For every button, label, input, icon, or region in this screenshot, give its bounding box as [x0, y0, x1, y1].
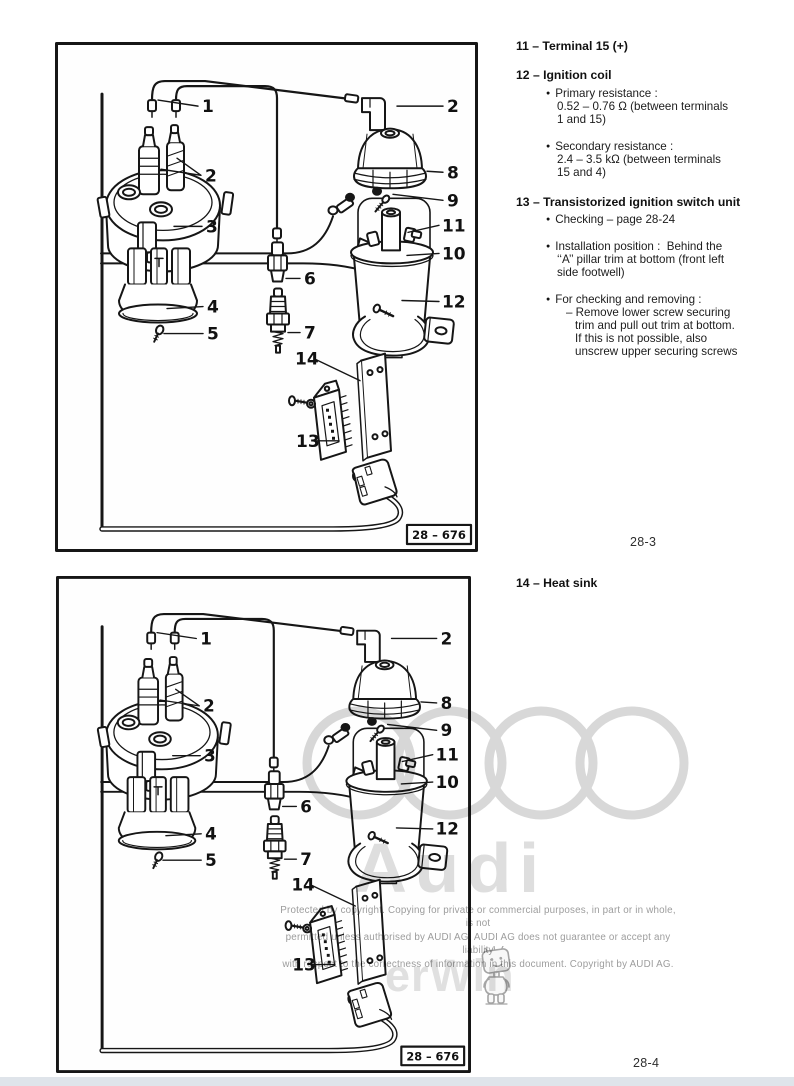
item-12-bullet-primary: ● Primary resistance :: [546, 87, 658, 100]
key-item-12-heading: 12 – Ignition coil: [516, 68, 612, 82]
item-12-primary-terminals: 1 and 15): [557, 113, 606, 126]
bullet-icon: ●: [546, 216, 551, 223]
item-13-removal-l1: For checking and removing :: [555, 293, 702, 306]
item-12-primary-resistance: Primary resistance :: [555, 87, 658, 100]
item-13-removal-s3: If this is not possible, also: [575, 332, 708, 345]
item-12-secondary-resistance: Secondary resistance :: [555, 140, 674, 153]
item-13-bullet-removal: ● For checking and removing :: [546, 293, 702, 306]
bullet-icon: ●: [546, 143, 551, 150]
item-13-removal-s1: – Remove lower screw securing: [566, 306, 731, 319]
ignition-exploded-diagram-bottom: [56, 576, 471, 1073]
scan-bottom-strip: [0, 1077, 794, 1086]
item-12-bullet-secondary: ● Secondary resistance :: [546, 140, 673, 153]
item-13-installation-l3: side footwell): [557, 266, 625, 279]
item-12-secondary-value: 2.4 – 3.5 kΩ (between terminals: [557, 153, 721, 166]
item-13-removal-s4: unscrew upper securing screws: [575, 345, 738, 358]
item-13-removal-s2: trim and pull out trim at bottom.: [575, 319, 735, 332]
item-12-primary-value: 0.52 – 0.76 Ω (between terminals: [557, 100, 729, 113]
key-item-13-heading: 13 – Transistorized ignition switch unit: [516, 195, 741, 209]
key-item-14-heading: 14 – Heat sink: [516, 576, 598, 590]
item-13-installation-l2: ‘‘A’’ pillar trim at bottom (front left: [557, 253, 725, 266]
bullet-icon: ●: [546, 90, 551, 97]
bullet-icon: ●: [546, 296, 551, 303]
page-number-28-3: 28-3: [630, 535, 657, 549]
item-13-bullet-checking: ● Checking – page 28-24: [546, 213, 675, 226]
item-13-installation-l1: Installation position : Behind the: [555, 240, 723, 253]
erwin-mascot: [481, 946, 511, 1005]
item-13-bullet-installation: ● Installation position : Behind the: [546, 240, 722, 253]
item-13-checking: Checking – page 28-24: [555, 213, 676, 226]
key-item-11-heading: 11 – Terminal 15 (+): [516, 39, 628, 53]
ignition-exploded-diagram-top: [55, 42, 478, 552]
item-12-secondary-terminals: 15 and 4): [557, 166, 606, 179]
page-number-28-4: 28-4: [633, 1056, 660, 1070]
bullet-icon: ●: [546, 243, 551, 250]
